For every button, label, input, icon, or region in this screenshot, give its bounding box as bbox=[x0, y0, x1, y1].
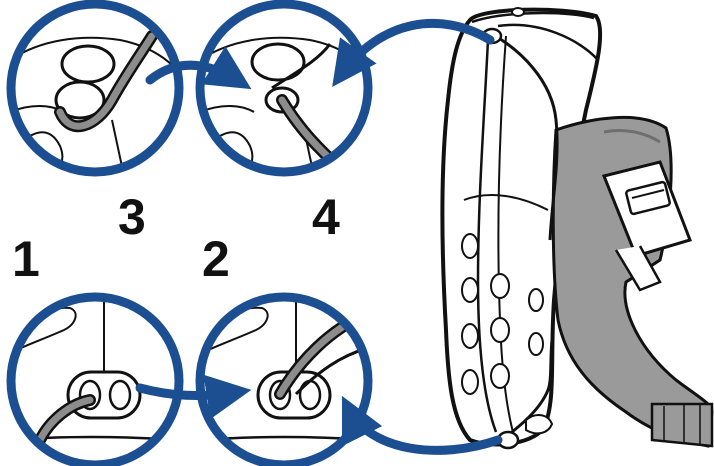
step-number-2: 2 bbox=[202, 231, 230, 287]
phone-top-eyelet bbox=[511, 7, 525, 17]
cord-top-loop-b bbox=[497, 23, 599, 61]
cord-bottom-loop bbox=[501, 339, 554, 442]
arrow-phone-bottom-to-2 bbox=[341, 395, 503, 455]
arrow-phone-top-to-4 bbox=[332, 18, 495, 87]
arrow-step-3-to-4 bbox=[145, 46, 252, 90]
phone-keypad bbox=[461, 233, 544, 395]
step-number-3: 3 bbox=[118, 189, 146, 245]
strap-buckle bbox=[601, 160, 692, 292]
arrow-step-1-to-2 bbox=[135, 374, 252, 420]
step-number-1: 1 bbox=[12, 231, 40, 287]
phone-top bbox=[471, 11, 595, 24]
detail-circle-step-1 bbox=[6, 292, 184, 466]
cord-top-loop bbox=[491, 32, 559, 241]
strap-tail bbox=[650, 402, 714, 448]
phone-display-curve bbox=[463, 194, 549, 211]
arrows bbox=[135, 18, 503, 455]
wrist-strap bbox=[551, 116, 714, 448]
phone-illustration bbox=[440, 7, 714, 450]
step-number-4: 4 bbox=[312, 189, 340, 245]
detail-circle-step-3 bbox=[6, 0, 184, 177]
wrist-strap-edge bbox=[603, 128, 661, 144]
detail-circle-step-4 bbox=[195, 0, 373, 177]
detail-circle-step-2 bbox=[195, 292, 373, 466]
phone-side-contour bbox=[476, 39, 498, 433]
